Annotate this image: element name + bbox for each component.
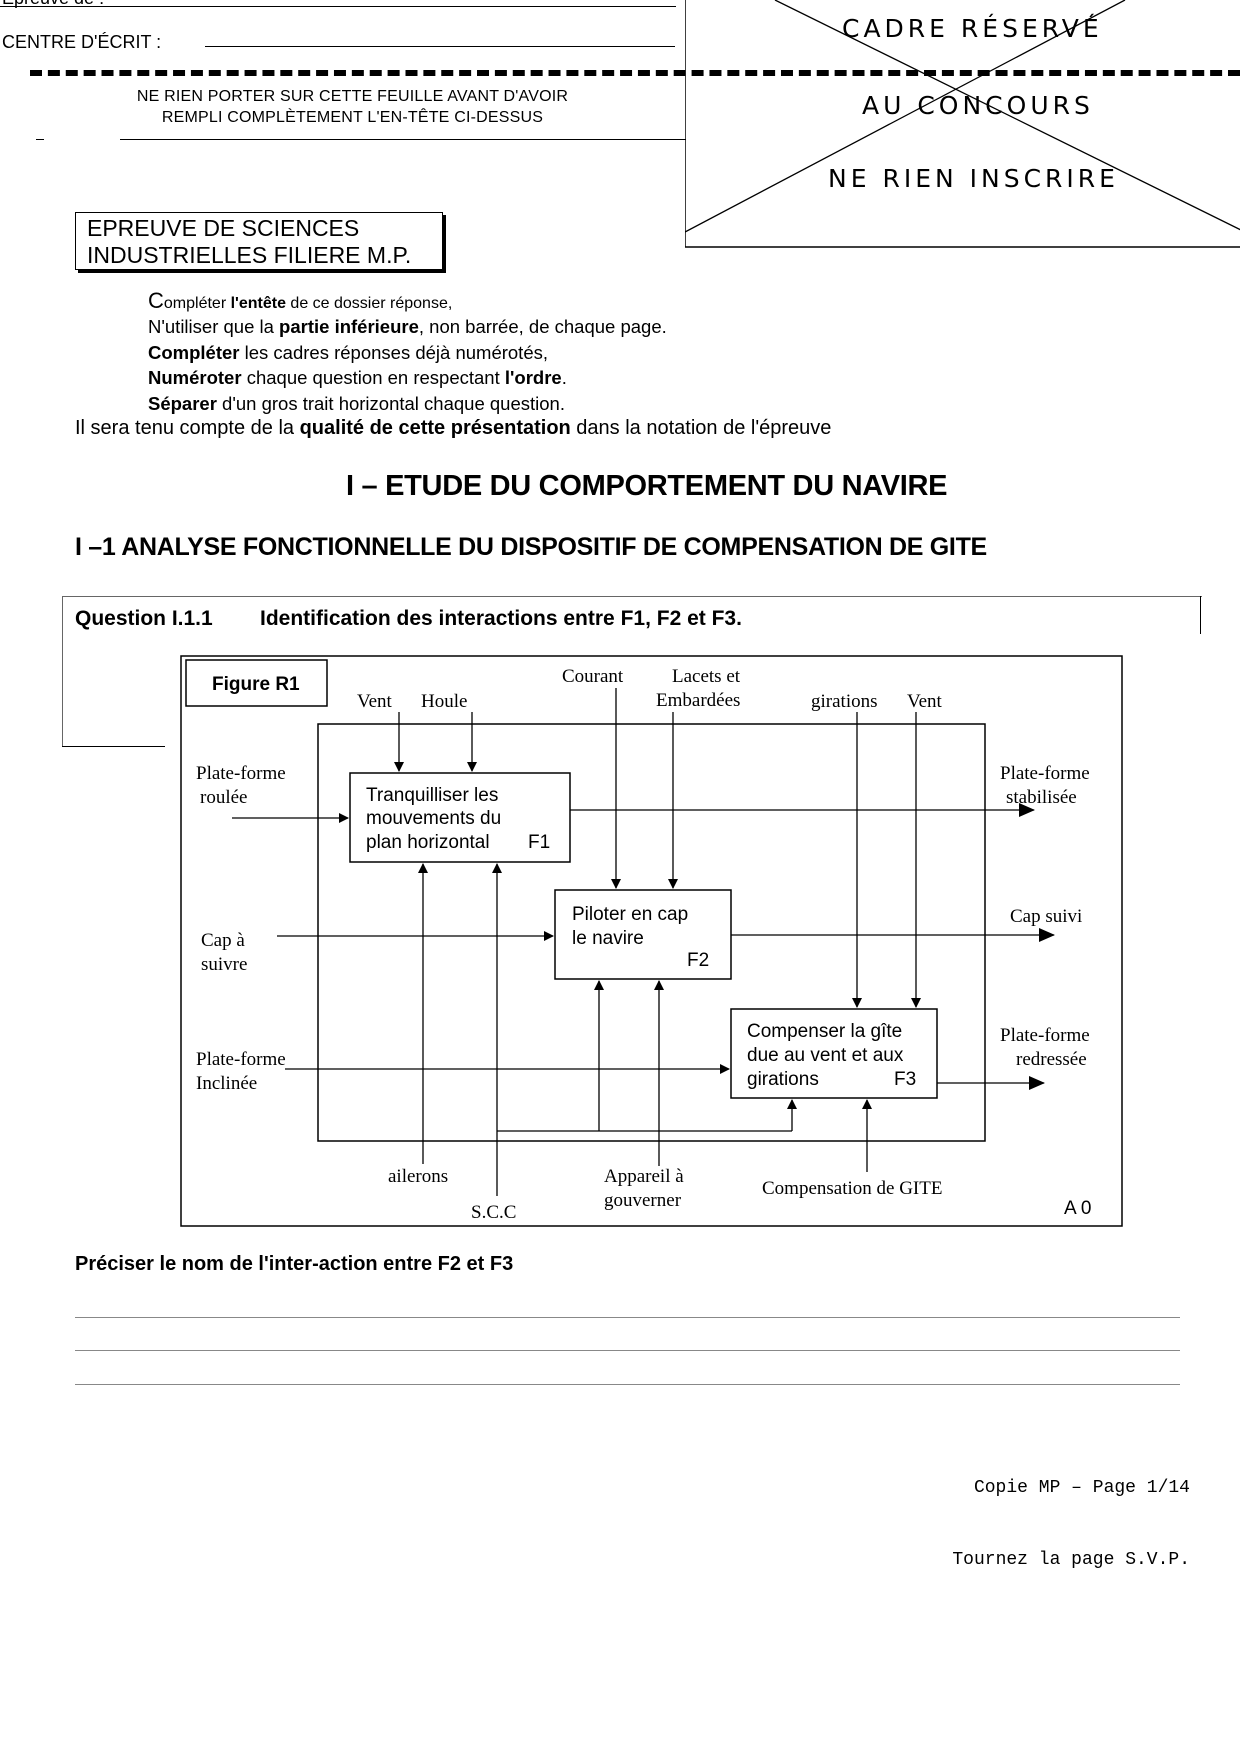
- answer-line-2[interactable]: [75, 1350, 1180, 1351]
- f2-box: [554, 889, 732, 980]
- label-pf-incl-2: Inclinée: [196, 1073, 257, 1094]
- f1-line-2: mouvements du: [366, 808, 501, 829]
- centre-field[interactable]: [205, 46, 675, 47]
- question-frame-right: [1200, 596, 1201, 634]
- label-appareil-2: gouverner: [604, 1190, 682, 1211]
- f1-line-1: Tranquilliser les: [366, 785, 498, 806]
- question-title: Identification des interactions entre F1…: [260, 607, 742, 630]
- label-vent-1: Vent: [357, 691, 393, 712]
- epreuve-underline: [0, 6, 676, 7]
- f3-line-1: Compenser la gîte: [747, 1021, 902, 1042]
- f3-box: [730, 1008, 938, 1099]
- label-pf-redr-2: redressée: [1016, 1049, 1087, 1070]
- figure-boundary: [317, 723, 986, 1142]
- figure-label-box: [185, 659, 328, 707]
- reserved-line-2: AU CONCOURS: [862, 91, 1094, 120]
- label-scc: S.C.C: [471, 1202, 516, 1223]
- f1-id: F1: [528, 832, 550, 853]
- question-frame-step: [62, 746, 165, 747]
- f3-line-3: girations: [747, 1069, 819, 1090]
- quality-note: Il sera tenu compte de la qualité de cet…: [75, 417, 832, 439]
- instruction-1: Compléter l'entête de ce dossier réponse…: [148, 288, 453, 313]
- label-cap-suivi: Cap suivi: [1010, 906, 1082, 927]
- f1-box: [349, 772, 571, 863]
- f2-line-1: Piloter en cap: [572, 904, 688, 925]
- epreuve-label: Epreuve de :: [2, 0, 104, 9]
- f1-line-3: plan horizontal: [366, 832, 490, 853]
- reserved-line-3: NE RIEN INSCRIRE: [828, 164, 1119, 193]
- label-pf-roulee-1: Plate-forme: [196, 763, 286, 784]
- label-pf-stab-2: stabilisée: [1006, 787, 1077, 808]
- label-girations: girations: [811, 691, 878, 712]
- answer-line-3[interactable]: [75, 1384, 1180, 1385]
- notice-line-1: NE RIEN PORTER SUR CETTE FEUILLE AVANT D…: [136, 88, 569, 105]
- instruction-3: Compléter les cadres réponses déjà numér…: [148, 342, 549, 363]
- centre-label: CENTRE D'ÉCRIT :: [2, 32, 162, 52]
- instruction-4: Numéroter chaque question en respectant …: [148, 367, 567, 388]
- label-pf-roulee-2: roulée: [200, 787, 247, 808]
- label-vent-2: Vent: [907, 691, 943, 712]
- question-number: Question I.1.1: [75, 607, 213, 630]
- footer-page: Copie MP – Page 1/14: [973, 1478, 1190, 1498]
- reserved-frame-svg: [684, 0, 1240, 248]
- label-appareil-1: Appareil à: [604, 1166, 684, 1187]
- f3-line-2: due au vent et aux: [747, 1045, 904, 1066]
- header-notice: NE RIEN PORTER SUR CETTE FEUILLE AVANT D…: [80, 86, 625, 128]
- question-frame-top: [62, 596, 1202, 597]
- label-compensation: Compensation de GITE: [762, 1178, 942, 1199]
- label-houle: Houle: [421, 691, 467, 712]
- notice-tick: [36, 139, 44, 140]
- instruction-5: Séparer d'un gros trait horizontal chaqu…: [148, 393, 565, 414]
- f2-id: F2: [687, 950, 709, 971]
- epreuve-box-line-2: INDUSTRIELLES FILIERE M.P.: [87, 242, 412, 268]
- footer-turn: Tournez la page S.V.P.: [952, 1550, 1190, 1570]
- label-lacets-2: Embardées: [656, 690, 740, 711]
- page-footer: Copie MP – Page 1/14 Tournez la page S.V…: [952, 1428, 1190, 1596]
- figure-id: A 0: [1064, 1198, 1091, 1219]
- label-pf-redr-1: Plate-forme: [1000, 1025, 1090, 1046]
- notice-rule: [120, 139, 686, 140]
- reserved-line-1: CADRE RÉSERVÉ: [842, 14, 1103, 43]
- figure-outer-frame: [180, 655, 1123, 1227]
- answer-prompt: Préciser le nom de l'inter-action entre …: [75, 1253, 514, 1275]
- label-cap-1: Cap à: [201, 930, 245, 951]
- figure-label: Figure R1: [212, 674, 300, 695]
- label-pf-incl-1: Plate-forme: [196, 1049, 286, 1070]
- instruction-2: N'utiliser que la partie inférieure, non…: [148, 316, 667, 337]
- subsection-title: I –1 ANALYSE FONCTIONNELLE DU DISPOSITIF…: [75, 533, 987, 561]
- epreuve-box: EPREUVE DE SCIENCES INDUSTRIELLES FILIER…: [75, 212, 443, 270]
- label-courant: Courant: [562, 666, 624, 687]
- reserved-frame: [684, 0, 1240, 248]
- header-cut-line: [30, 70, 1240, 76]
- notice-line-2: REMPLI COMPLÈTEMENT L'EN-TÊTE CI-DESSUS: [161, 109, 544, 126]
- label-cap-2: suivre: [201, 954, 247, 975]
- label-pf-stab-1: Plate-forme: [1000, 763, 1090, 784]
- f3-id: F3: [894, 1069, 916, 1090]
- answer-line-1[interactable]: [75, 1317, 1180, 1318]
- label-lacets-1: Lacets et: [672, 666, 741, 687]
- section-title: I – ETUDE DU COMPORTEMENT DU NAVIRE: [346, 470, 948, 502]
- f2-line-2: le navire: [572, 928, 644, 949]
- figure-r1: Figure R1 Tranquilliser les mouvements d…: [180, 655, 1123, 1227]
- epreuve-box-line-1: EPREUVE DE SCIENCES: [87, 215, 360, 241]
- question-frame-left: [62, 596, 63, 746]
- label-ailerons: ailerons: [388, 1166, 448, 1187]
